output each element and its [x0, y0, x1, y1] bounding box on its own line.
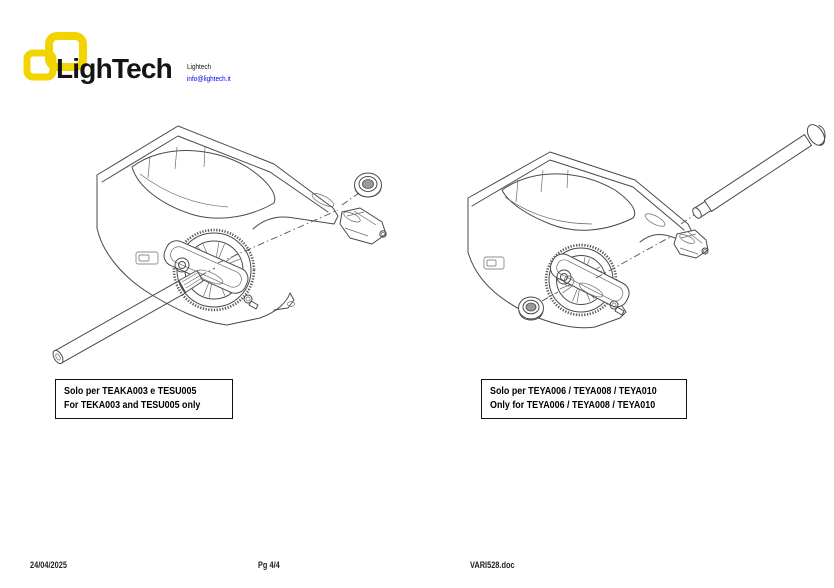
logo-wordmark: LighTech [56, 53, 172, 84]
logo-square-large-icon [45, 32, 87, 71]
caption-box-left: Solo per TEAKA003 e TESU005 For TEKA003 … [55, 379, 233, 419]
caption-left-line1: Solo per TEAKA003 e TESU005 [64, 385, 197, 397]
axle-rod-right [692, 124, 826, 219]
axle-block-left [339, 207, 387, 245]
caption-box-right: Solo per TEYA006 / TEYA008 / TEYA010 Onl… [481, 379, 687, 419]
swingarm-diagram-right [467, 124, 826, 329]
footer-page-number: Pg 4/4 [258, 560, 280, 570]
email-link[interactable]: info@lightech.it [187, 74, 231, 83]
lightech-logo: LighTech [23, 32, 173, 84]
axle-nut-right [518, 296, 544, 321]
caption-right-line2: Only for TEYA006 / TEYA008 / TEYA010 [490, 399, 656, 411]
swingarm-diagram-left [52, 125, 387, 365]
axle-block-right [673, 229, 709, 259]
leader-line-right-nut [541, 291, 559, 302]
chain-adjuster-right [549, 253, 630, 316]
swingarm-outline [467, 151, 693, 329]
leader-line-left-tube [199, 267, 216, 277]
tube-rod-left [52, 270, 204, 365]
leader-line-right-long [595, 235, 673, 279]
leader-line-left-long [217, 209, 339, 264]
leader-line-right-rod [680, 214, 695, 225]
footer-date: 24/04/2025 [30, 560, 67, 570]
axle-nut-left [354, 172, 382, 198]
company-name-label: Lightech [187, 62, 212, 71]
leader-line-left-nut [341, 192, 360, 206]
footer-filename: VARI528.doc [470, 560, 515, 570]
caption-right-line1: Solo per TEYA006 / TEYA008 / TEYA010 [490, 385, 657, 397]
swingarm-outline [96, 125, 339, 326]
caption-left-line2: For TEKA003 and TESU005 only [64, 399, 201, 411]
